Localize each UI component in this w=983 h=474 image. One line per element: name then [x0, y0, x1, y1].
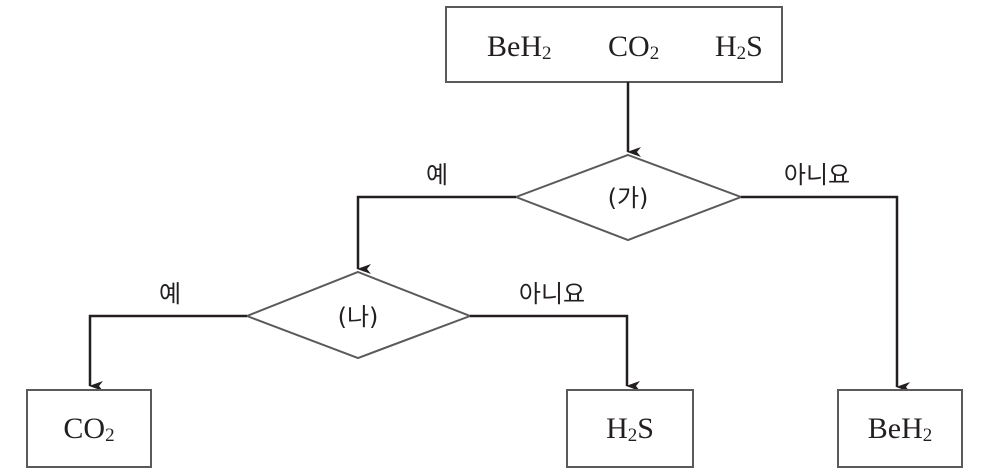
decision-b-yes-label: 예 — [159, 280, 181, 308]
decision-a: (가) — [513, 153, 744, 242]
decision-a-yes-label: 예 — [426, 161, 448, 189]
result-box-h2s: H2S — [566, 389, 694, 468]
decision-a-no-label: 아니요 — [784, 161, 850, 189]
result-box-co2: CO2 — [26, 389, 152, 468]
start-box-frame — [445, 6, 783, 83]
start-item-beh2: BeH2 — [487, 30, 552, 64]
start-item-co2: CO2 — [608, 30, 659, 64]
decision-b-diamond — [244, 270, 473, 360]
arrow-a-yes — [356, 195, 516, 274]
arrow-b-no — [470, 314, 640, 391]
decision-a-diamond — [513, 153, 744, 242]
result-beh2-text: BeH2 — [868, 412, 933, 446]
result-h2s-frame — [566, 389, 694, 468]
decision-b-no-label: 아니요 — [519, 280, 585, 308]
result-co2-text: CO2 — [63, 412, 114, 446]
decision-b: (나) — [244, 270, 473, 360]
arrow-a-no — [741, 195, 910, 392]
start-box: BeH2 CO2 H2S — [445, 6, 783, 83]
result-beh2-frame — [837, 389, 963, 468]
start-item-h2s: H2S — [715, 30, 763, 64]
decision-a-label: (가) — [608, 184, 649, 212]
result-h2s-text: H2S — [606, 412, 654, 446]
arrow-b-yes — [88, 314, 247, 391]
result-box-beh2: BeH2 — [837, 389, 963, 468]
decision-b-label: (나) — [338, 303, 379, 331]
result-co2-frame — [26, 389, 152, 468]
